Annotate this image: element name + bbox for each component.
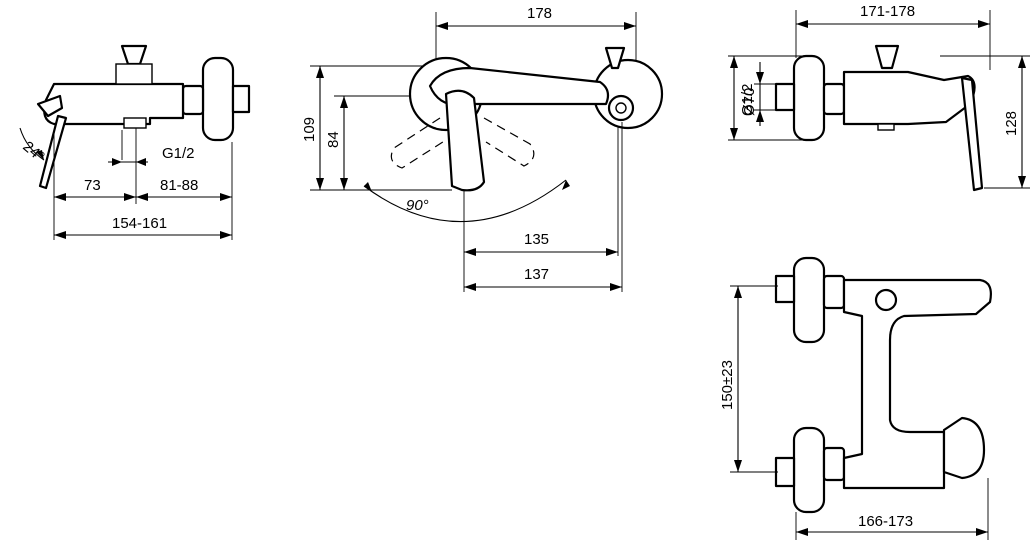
outlet-ring	[123, 117, 147, 129]
top-nut-lower	[822, 446, 846, 482]
right-wall-rosette	[792, 54, 826, 142]
front-diverter-knob	[604, 46, 626, 70]
lever-rotated-right	[483, 117, 535, 167]
thread-label: G1/2	[162, 145, 195, 162]
top-stub-lower	[774, 456, 796, 488]
right-depth-label: 171-178	[860, 3, 915, 20]
right-mixer-body	[842, 70, 976, 126]
angle-label: 24°	[19, 138, 47, 166]
offset-label: 81-88	[160, 177, 198, 194]
top-rosette-lower	[792, 426, 826, 514]
hex-nut	[181, 84, 205, 116]
right-connection-stub	[774, 82, 796, 112]
total-depth-label: 154-161	[112, 215, 167, 232]
front-lever	[444, 89, 486, 192]
top-rosette-upper	[792, 256, 826, 344]
spout-reach-b-label: 137	[524, 266, 549, 283]
connection-stub	[231, 84, 251, 114]
width-label: 178	[527, 5, 552, 22]
top-nut-upper	[822, 274, 846, 310]
right-lever	[960, 76, 984, 192]
right-height-label: 128	[1003, 111, 1020, 136]
rotation-label: 90°	[406, 197, 429, 214]
lever-arm	[38, 114, 68, 190]
height-lever-label: 84	[325, 131, 342, 148]
diverter-hole	[874, 288, 898, 312]
rosette-diameter-label: Ø70	[741, 88, 758, 116]
depth-label: 73	[84, 177, 101, 194]
front-view: 178 109 84 90° 135	[301, 5, 664, 292]
knob-collar	[115, 63, 153, 85]
top-view: 150±23 166-173	[719, 256, 992, 540]
mixer-lever	[36, 94, 64, 118]
side-view-right: 171-178 Ø70 G1/2 128	[728, 3, 1030, 192]
rotation-arc	[363, 179, 567, 223]
top-stub-upper	[774, 274, 796, 304]
lever-rotated-left	[390, 117, 447, 169]
wall-rosette	[201, 56, 235, 142]
top-depth-label: 166-173	[858, 513, 913, 530]
right-diverter-knob	[874, 44, 900, 70]
top-lever-tip	[942, 416, 986, 480]
right-hex-nut	[822, 82, 846, 116]
height-total-label: 109	[301, 117, 318, 142]
centers-label: 150±23	[719, 360, 736, 410]
angle-arc	[19, 127, 45, 161]
side-view-left: 24° G1/2 73 81-88 154-161	[19, 44, 251, 240]
diverter-knob	[120, 44, 148, 66]
spout-reach-a-label: 135	[524, 231, 549, 248]
right-thread-label: G1/2	[739, 83, 756, 116]
